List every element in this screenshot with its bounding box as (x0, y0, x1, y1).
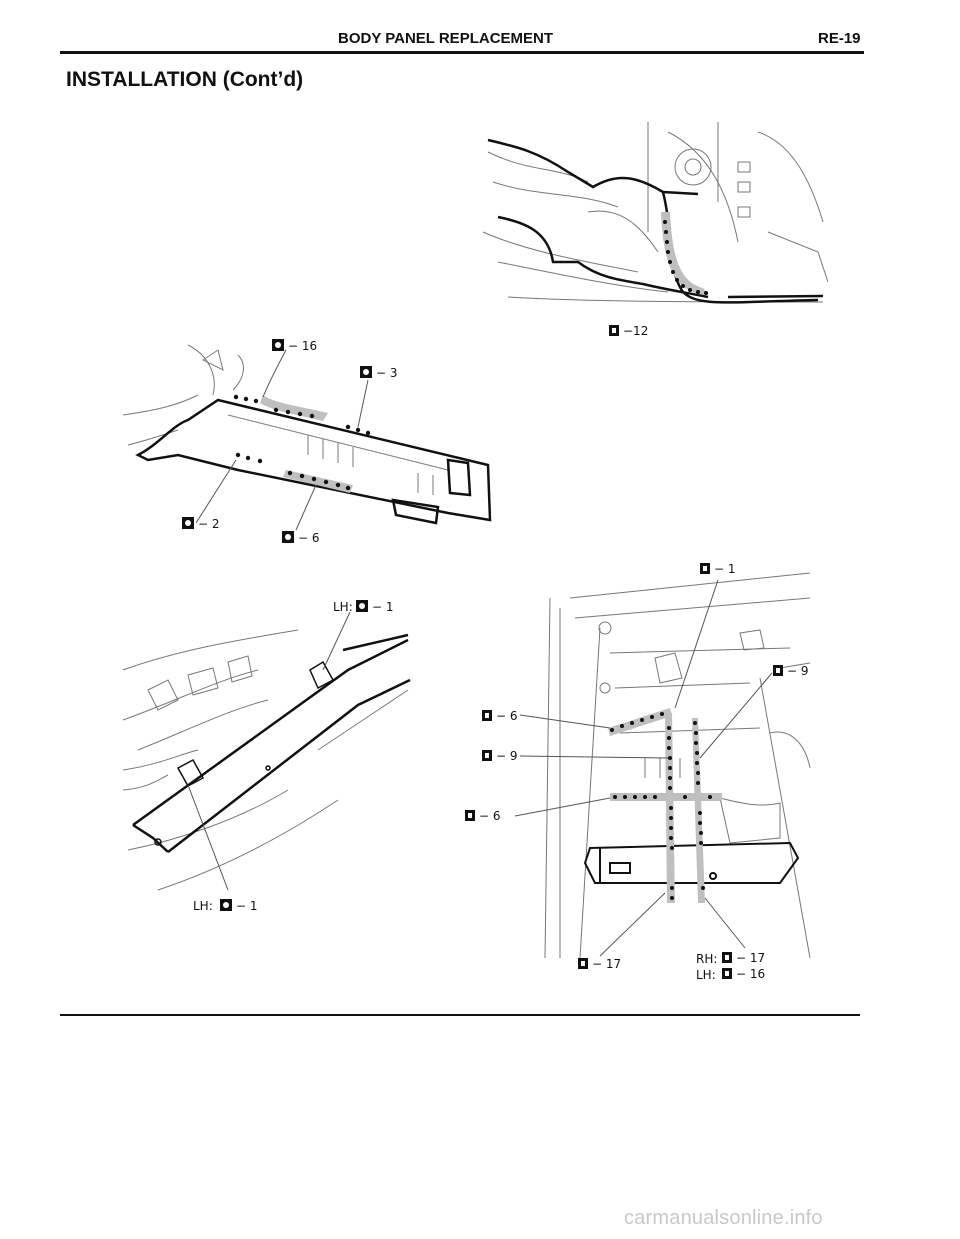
section-title: INSTALLATION (Cont’d) (66, 68, 304, 91)
callout-lh-1-top: LH: − 1 (333, 600, 394, 614)
callout-12: −12 (609, 324, 648, 338)
header-rule (60, 51, 864, 54)
callout-lh-1-bottom: LH: − 1 (193, 899, 258, 913)
svg-text:− 1: − 1 (372, 600, 394, 614)
callout-rh-17: RH: − 17 (696, 951, 765, 966)
callout-2: − 2 (182, 517, 220, 531)
svg-text:− 9: − 9 (496, 749, 518, 763)
figure-floor: − 1 − 9 − 6 − 9 − 6 − 17 RH: (460, 558, 820, 983)
header-title: BODY PANEL REPLACEMENT (338, 30, 554, 47)
figure-wheelhouse: −12 (468, 112, 838, 352)
svg-text:− 17: − 17 (592, 957, 621, 971)
svg-text:− 17: − 17 (736, 951, 765, 965)
callout-lh-16: LH: − 16 (696, 967, 765, 982)
svg-text:− 6: − 6 (496, 709, 518, 723)
svg-text:− 6: − 6 (298, 531, 320, 545)
svg-text:LH:: LH: (696, 968, 716, 982)
callout-9-right: − 9 (773, 664, 809, 678)
callout-17: − 17 (578, 957, 621, 971)
svg-text:LH:: LH: (193, 899, 213, 913)
svg-text:− 1: − 1 (236, 899, 258, 913)
svg-text:− 16: − 16 (288, 339, 317, 353)
callout-3: − 3 (360, 366, 398, 380)
floor-drawing: − 1 − 9 − 6 − 9 − 6 − 17 RH: (465, 562, 811, 982)
callout-6-upper: − 6 (482, 709, 518, 723)
callout-16: − 16 (272, 339, 317, 353)
svg-text:− 2: − 2 (198, 517, 220, 531)
side-member-drawing: − 16 − 3 − 2 − 6 (122, 339, 492, 545)
figure-rocker: LH: − 1 LH: − 1 (118, 590, 418, 920)
svg-text:− 6: − 6 (479, 809, 501, 823)
svg-text:LH:: LH: (333, 600, 353, 614)
rocker-drawing: LH: − 1 LH: − 1 (122, 600, 411, 913)
callout-6: − 6 (282, 531, 320, 545)
svg-text:− 3: − 3 (376, 366, 398, 380)
svg-text:− 16: − 16 (736, 967, 765, 981)
callout-9-left: − 9 (482, 749, 518, 763)
svg-text:RH:: RH: (696, 952, 717, 966)
callout-6-lower: − 6 (465, 809, 501, 823)
svg-text:− 9: − 9 (787, 664, 809, 678)
page-number: RE-19 (818, 30, 861, 47)
footer-rule (60, 1014, 860, 1016)
svg-text:− 1: − 1 (714, 562, 736, 576)
wheelhouse-drawing: −12 (482, 122, 829, 338)
figure-side-member: − 16 − 3 − 2 − 6 (118, 335, 498, 550)
svg-text:−12: −12 (623, 324, 648, 338)
watermark: carmanualsonline.info (624, 1207, 823, 1229)
callout-1: − 1 (700, 562, 736, 576)
